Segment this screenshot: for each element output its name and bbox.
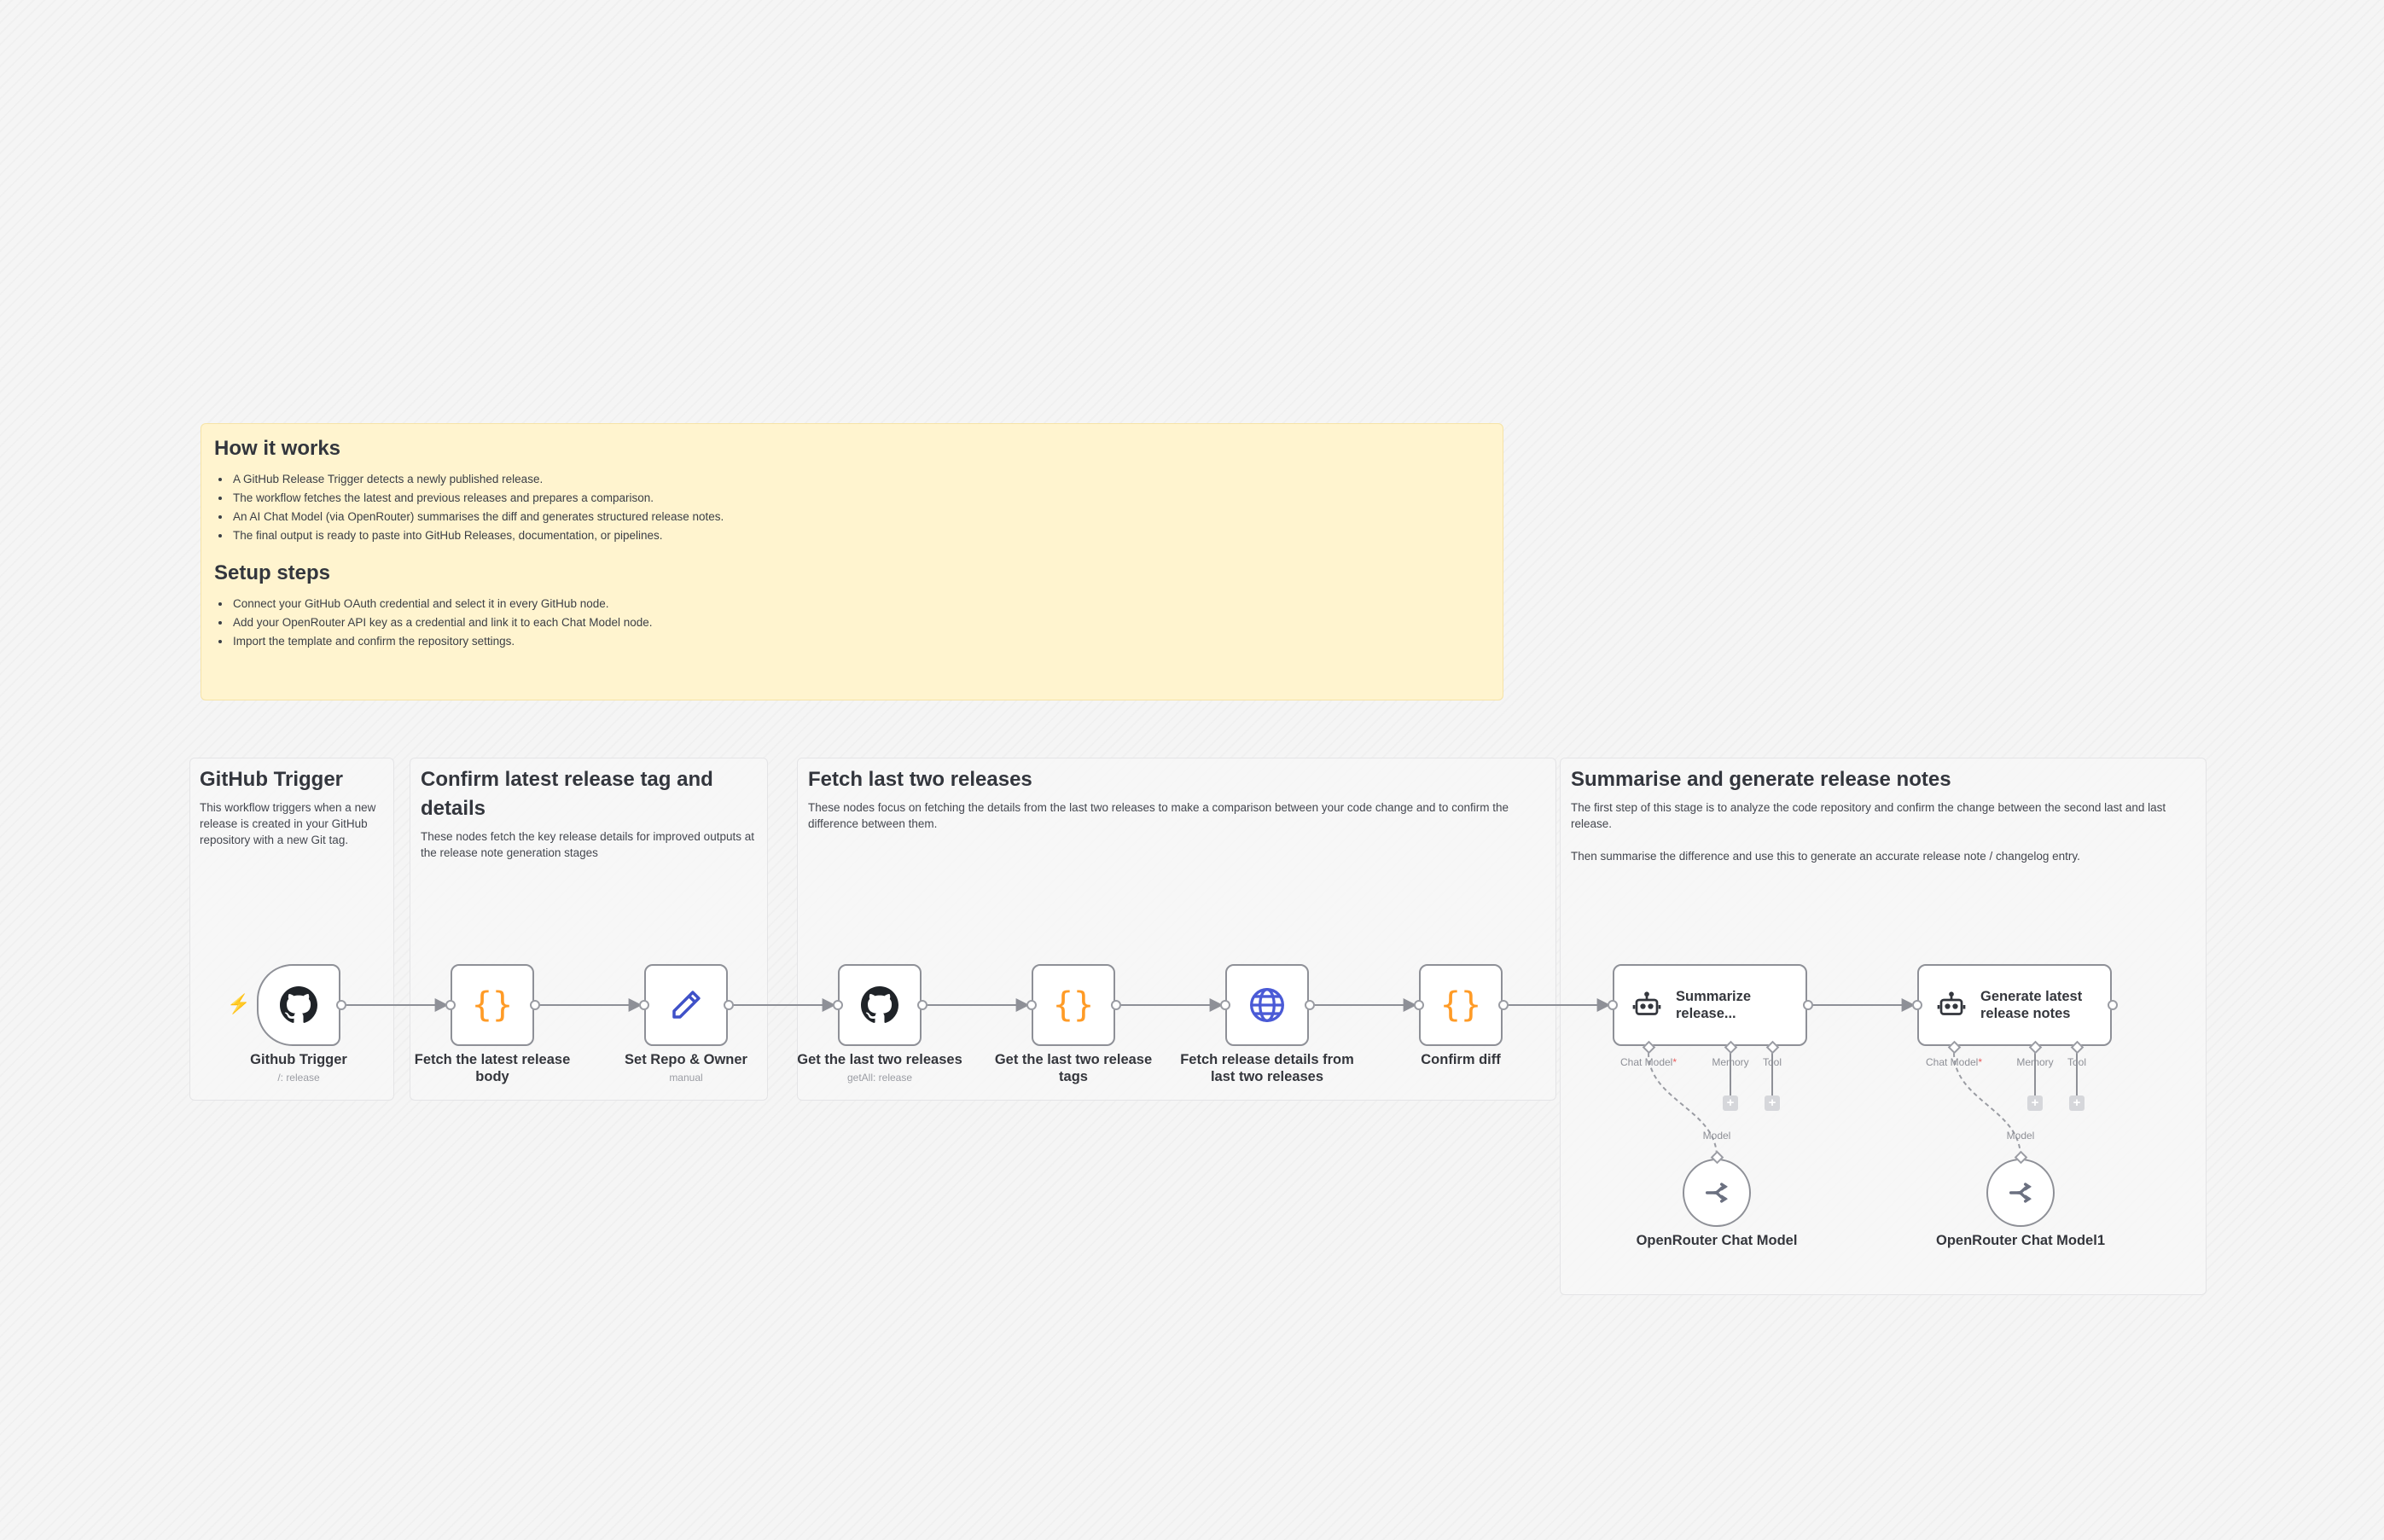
node-label: Set Repo & Owner xyxy=(625,1052,747,1067)
node-generate-release-notes[interactable]: Generate latest release notes xyxy=(1917,964,2112,1046)
code-braces-icon: {} xyxy=(1052,985,1095,1025)
node-label: Github Trigger xyxy=(250,1052,347,1067)
output-port[interactable] xyxy=(917,1000,927,1010)
node-set-repo-owner[interactable] xyxy=(644,964,728,1046)
code-braces-icon: {} xyxy=(1439,985,1482,1025)
model-port-label: Model xyxy=(2006,1130,2035,1142)
node-openrouter-chat-model[interactable] xyxy=(1683,1159,1751,1227)
group-description: These nodes fetch the key release detail… xyxy=(421,830,754,859)
node-label: Get the last two release tags xyxy=(994,1052,1153,1084)
output-port[interactable] xyxy=(724,1000,734,1010)
input-port[interactable] xyxy=(639,1000,649,1010)
node-get-last-two-release-tags[interactable]: {} xyxy=(1032,964,1115,1046)
model-connection[interactable] xyxy=(1648,1052,1718,1158)
node-label: OpenRouter Chat Model xyxy=(1636,1233,1798,1248)
node-label: Get the last two releases xyxy=(797,1052,962,1067)
github-icon xyxy=(861,986,898,1024)
add-memory-button[interactable]: + xyxy=(1723,1095,1738,1111)
chat-model-port-label: Chat Model* xyxy=(1925,1056,1983,1068)
node-sublabel: manual xyxy=(669,1072,703,1084)
input-port[interactable] xyxy=(833,1000,843,1010)
node-title: Generate latest release notes xyxy=(1980,989,2083,1021)
setup-step-item: Add your OpenRouter API key as a credent… xyxy=(231,613,1490,632)
robot-icon xyxy=(1936,990,1967,1020)
setup-step-item: Connect your GitHub OAuth credential and… xyxy=(231,595,1490,613)
github-icon xyxy=(280,986,317,1024)
input-port[interactable] xyxy=(445,1000,456,1010)
input-port[interactable] xyxy=(1220,1000,1230,1010)
output-port[interactable] xyxy=(2108,1000,2118,1010)
globe-icon xyxy=(1248,986,1286,1024)
node-sublabel: getAll: release xyxy=(846,1072,913,1084)
add-tool-button[interactable]: + xyxy=(1765,1095,1780,1111)
setup-steps-title: Setup steps xyxy=(214,561,331,584)
setup-steps-list: Connect your GitHub OAuth credential and… xyxy=(214,595,1490,651)
group-description: The first step of this stage is to analy… xyxy=(1571,801,2166,830)
node-openrouter-chat-model1[interactable] xyxy=(1986,1159,2055,1227)
output-port[interactable] xyxy=(1498,1000,1509,1010)
how-it-works-item: An AI Chat Model (via OpenRouter) summar… xyxy=(231,508,1490,526)
memory-port-label: Memory xyxy=(1712,1056,1749,1068)
output-port[interactable] xyxy=(336,1000,346,1010)
memory-port-label: Memory xyxy=(2016,1056,2054,1068)
robot-icon xyxy=(1631,990,1662,1020)
model-port-label: Model xyxy=(1702,1130,1731,1142)
tool-port-label: Tool xyxy=(2067,1056,2087,1068)
how-it-works-item: The final output is ready to paste into … xyxy=(231,526,1490,545)
node-get-last-two-releases[interactable] xyxy=(838,964,922,1046)
input-port[interactable] xyxy=(1912,1000,1922,1010)
code-braces-icon: {} xyxy=(471,985,514,1025)
output-port[interactable] xyxy=(1305,1000,1315,1010)
setup-step-item: Import the template and confirm the repo… xyxy=(231,632,1490,651)
node-title: Summarize release... xyxy=(1676,989,1752,1021)
model-connection[interactable] xyxy=(1953,1052,2021,1158)
group-description: These nodes focus on fetching the detail… xyxy=(808,801,1509,830)
output-port[interactable] xyxy=(530,1000,540,1010)
how-it-works-item: A GitHub Release Trigger detects a newly… xyxy=(231,470,1490,489)
trigger-bolt-icon: ⚡ xyxy=(227,993,251,1014)
chat-model-port-label: Chat Model* xyxy=(1619,1056,1678,1068)
group-description: Then summarise the difference and use th… xyxy=(1571,850,2080,863)
node-label: Fetch the latest release body xyxy=(414,1052,571,1084)
node-summarize-release[interactable]: Summarize release... xyxy=(1613,964,1807,1046)
group-title: Summarise and generate release notes xyxy=(1571,768,1951,791)
node-label: OpenRouter Chat Model1 xyxy=(1935,1233,2105,1248)
group-title: Confirm latest release tag and details xyxy=(421,768,713,820)
openrouter-icon xyxy=(2006,1178,2035,1207)
node-label: Confirm diff xyxy=(1421,1052,1501,1067)
how-it-works-list: A GitHub Release Trigger detects a newly… xyxy=(214,470,1490,545)
add-memory-button[interactable]: + xyxy=(2027,1095,2043,1111)
input-port[interactable] xyxy=(1414,1000,1424,1010)
node-label: Fetch release details from last two rele… xyxy=(1180,1052,1354,1084)
node-github-trigger[interactable] xyxy=(257,964,340,1046)
pencil-icon xyxy=(668,987,704,1023)
node-sublabel: /: release xyxy=(277,1072,320,1084)
openrouter-icon xyxy=(1702,1178,1731,1207)
how-it-works-item: The workflow fetches the latest and prev… xyxy=(231,489,1490,508)
node-fetch-latest-release-body[interactable]: {} xyxy=(451,964,534,1046)
output-port[interactable] xyxy=(1111,1000,1121,1010)
group-title: Fetch last two releases xyxy=(808,768,1032,791)
group-title: GitHub Trigger xyxy=(200,768,343,791)
group-description: This workflow triggers when a new releas… xyxy=(200,801,376,846)
add-tool-button[interactable]: + xyxy=(2069,1095,2085,1111)
node-fetch-release-details[interactable] xyxy=(1225,964,1309,1046)
input-port[interactable] xyxy=(1608,1000,1618,1010)
output-port[interactable] xyxy=(1803,1000,1813,1010)
input-port[interactable] xyxy=(1026,1000,1037,1010)
node-confirm-diff[interactable]: {} xyxy=(1419,964,1503,1046)
how-it-works-note[interactable]: How it works A GitHub Release Trigger de… xyxy=(201,423,1503,700)
tool-port-label: Tool xyxy=(1762,1056,1782,1068)
how-it-works-title: How it works xyxy=(214,437,341,460)
